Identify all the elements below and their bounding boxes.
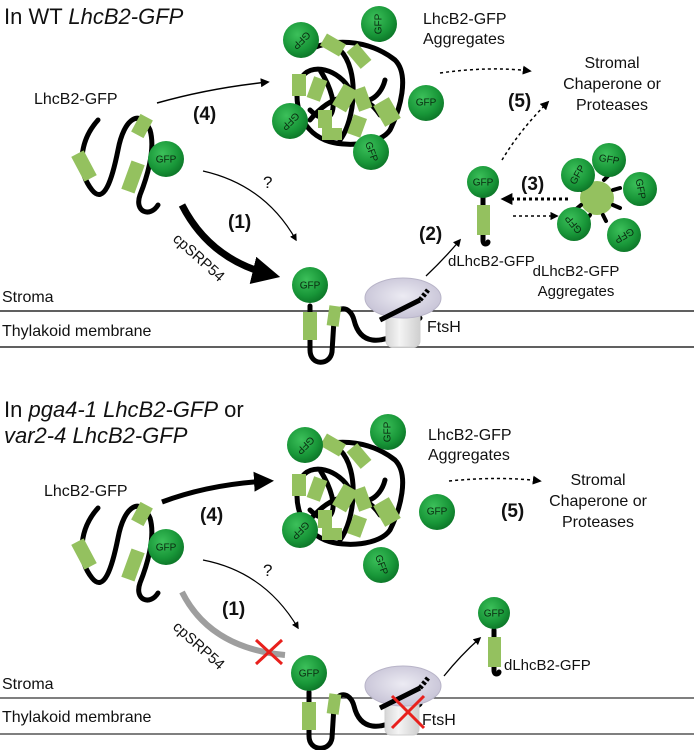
gfp-icon (283, 22, 319, 58)
dlhcb2-aggregates-label: dLhcB2-GFP (533, 263, 620, 280)
gfp-icon (419, 494, 455, 530)
gfp-icon (408, 85, 444, 121)
ftsh-protease (364, 277, 442, 348)
gfp-icon (592, 143, 626, 177)
step-4-label: (4) (193, 104, 216, 125)
arrow-4 (161, 471, 274, 505)
inhibit-cross-icon (254, 638, 284, 666)
arrow-5b (501, 100, 550, 161)
dlhcb2-label: dLhcB2-GFP (448, 253, 535, 270)
gfp-icon (291, 655, 327, 691)
arrow-5 (448, 475, 542, 485)
svg-text:GFP: GFP (374, 13, 385, 34)
stromal-label: Stromal (584, 55, 639, 72)
ftsh-protease (364, 665, 442, 736)
gfp-icon (282, 512, 318, 548)
membrane-label: Thylakoid membrane (2, 709, 152, 726)
arrow-5 (439, 65, 532, 75)
svg-text:GFP: GFP (299, 669, 320, 680)
question-mark: ? (263, 561, 272, 580)
membrane-label: Thylakoid membrane (2, 323, 152, 340)
arrow-4 (156, 78, 270, 104)
aggregates-label-line2: Aggregates (428, 447, 510, 464)
svg-text:GFP: GFP (156, 155, 177, 166)
gfp-icon (467, 166, 499, 198)
lhcb2-gfp-aggregate: GFP GFP GFP GFP GFP (282, 414, 455, 583)
inserted-lhcb2-gfp: GFP (291, 655, 423, 750)
step-3-label: (3) (521, 174, 544, 195)
cpsrp54-label: cpSRP54 (169, 618, 227, 673)
dlhcb2-gfp-aggregate: GFP GFP GFP GFP GFP (557, 143, 657, 252)
gfp-icon (353, 134, 389, 170)
panel-title-line2: var2-4 LhcB2-GFP (4, 423, 188, 448)
aggregate-gfp-group: GFP GFP GFP GFP GFP (272, 6, 444, 170)
step-1-label: (1) (228, 212, 251, 233)
lhcb2-gfp-monomer: GFP (71, 113, 184, 215)
stroma-label: Stroma (2, 289, 54, 306)
step-5-label: (5) (508, 91, 531, 112)
gfp-icon (557, 207, 591, 241)
gfp-icon (361, 6, 397, 42)
dlhcb2-label: dLhcB2-GFP (504, 657, 591, 674)
panel-title: In WT LhcB2-GFP (4, 4, 184, 29)
monomer-label: LhcB2-GFP (34, 91, 118, 108)
svg-text:GFP: GFP (156, 543, 177, 554)
step-5-label: (5) (501, 501, 524, 522)
question-mark: ? (263, 173, 272, 192)
gfp-icon (292, 267, 328, 303)
stromal-label-line3: Proteases (562, 514, 634, 531)
panel-wt: In WT LhcB2-GFP LhcB2-GFP GFP (4) (0, 4, 694, 365)
gfp-icon (623, 172, 657, 206)
svg-text:GFP: GFP (484, 609, 505, 620)
stromal-label-line3: Proteases (576, 97, 648, 114)
stromal-label-line2: Chaperone or (563, 76, 662, 93)
step-1-label: (1) (222, 599, 245, 620)
gfp-icon (272, 103, 308, 139)
gfp-icon (370, 414, 406, 450)
gfp-icon (561, 158, 595, 192)
gfp-icon (363, 547, 399, 583)
stromal-label-line2: Chaperone or (549, 493, 648, 510)
lhcb2-gfp-aggregate: GFP GFP GFP GFP GFP (272, 6, 444, 170)
dlhcb2-gfp: GFP (478, 597, 510, 677)
ftsh-label: FtsH (422, 712, 456, 729)
gfp-icon (287, 427, 323, 463)
lhcb2-gfp-monomer: GFP (71, 501, 184, 603)
cpsrp54-label: cpSRP54 (169, 230, 227, 285)
arrow-2 (425, 238, 461, 277)
svg-text:GFP: GFP (383, 421, 394, 442)
gfp-icon (607, 218, 641, 252)
dlhcb2-aggregates-label-line2: Aggregates (538, 283, 615, 300)
gfp-icon (148, 529, 184, 565)
svg-text:GFP: GFP (427, 507, 448, 518)
arrow-1-cpsrp54 (178, 203, 281, 284)
aggregates-label-line2: Aggregates (423, 31, 505, 48)
monomer-label: LhcB2-GFP (44, 483, 128, 500)
inhibit-cross-icon (390, 694, 426, 730)
gfp-icon (478, 597, 510, 629)
dlhcb2-gfp: GFP (467, 166, 499, 247)
svg-text:GFP: GFP (416, 98, 437, 109)
stromal-label: Stromal (570, 472, 625, 489)
gfp-icon (148, 141, 184, 177)
step-2-label: (2) (419, 224, 442, 245)
svg-text:GFP: GFP (598, 153, 620, 167)
panel-mutant: In pga4-1 LhcB2-GFP or var2-4 LhcB2-GFP … (0, 397, 694, 750)
inserted-lhcb2-gfp: GFP (292, 267, 423, 365)
arrow-unknown (202, 170, 297, 242)
svg-text:GFP: GFP (473, 178, 494, 189)
ftsh-label: FtsH (427, 319, 461, 336)
step-4-label: (4) (200, 505, 223, 526)
aggregates-label: LhcB2-GFP (423, 11, 507, 28)
arrow-unknown (202, 559, 299, 630)
svg-text:GFP: GFP (300, 281, 321, 292)
svg-text:GFP: GFP (633, 178, 647, 200)
arrow-2 (443, 636, 482, 677)
stroma-label: Stroma (2, 676, 54, 693)
aggregates-label: LhcB2-GFP (428, 427, 512, 444)
panel-title: In pga4-1 LhcB2-GFP or (4, 397, 244, 422)
